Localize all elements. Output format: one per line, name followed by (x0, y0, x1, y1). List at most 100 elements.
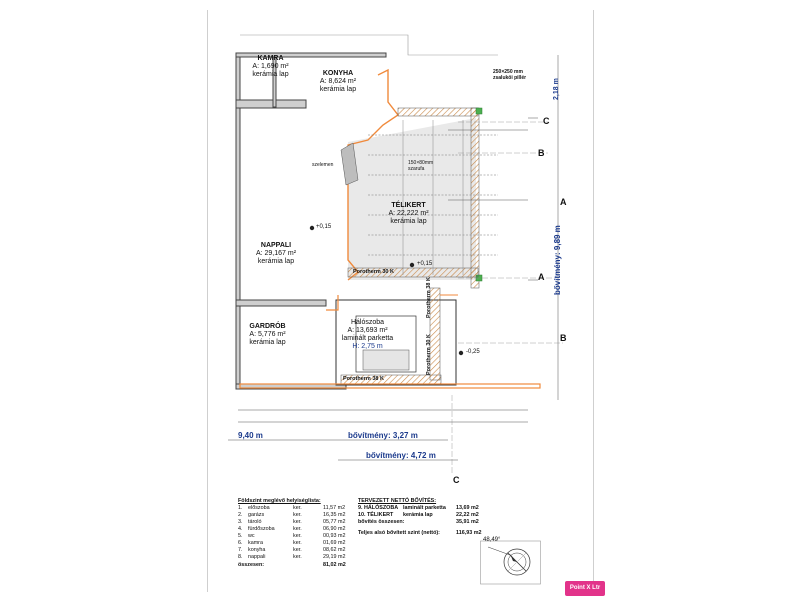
winter-garden (340, 68, 498, 289)
dimension-lines (228, 55, 559, 461)
row-number: 6. (238, 540, 243, 546)
existing-total-area: 81,02 m2 (323, 562, 346, 568)
row-name: nappali (248, 554, 266, 560)
existing-total-row: összesen: 81,02 m2 (238, 562, 353, 569)
room-kamra: KAMRA A: 1,690 m² kerámia lap (243, 55, 298, 79)
row-number: 2. (238, 512, 243, 518)
table-row: 4. fürdőszoba ker. 06,90 m2 (238, 526, 353, 533)
row-name: kamra (248, 540, 263, 546)
room-finish: laminált parketta (341, 335, 394, 342)
existing-table-title: Földszint meglévő helyiséglista: (238, 498, 321, 504)
row-material: ker. (293, 505, 302, 511)
row-name: fürdőszoba (248, 526, 275, 532)
room-name: GARDRÓB (249, 323, 286, 330)
planned-grand-label: Teljes alsó bővített szint (nettó): (358, 530, 440, 536)
room-finish: kerámia lap (249, 339, 286, 346)
row-area: 00,93 m2 (323, 533, 346, 539)
table-row: 1. előszoba ker. 11,57 m2 (238, 505, 353, 512)
level-markers (309, 225, 464, 356)
porotherm-vertical-1: Porotherm 38 K (426, 277, 432, 318)
room-name: Hálószoba (350, 319, 385, 326)
row-material: ker. (293, 540, 302, 546)
porotherm-top-label: Porotherm 30 K (353, 269, 394, 275)
row-name: 9. HÁLÓSZOBA (358, 505, 399, 511)
row-number: 5. (238, 533, 243, 539)
row-number: 4. (238, 526, 243, 532)
level-a-label: +0,15 (316, 224, 332, 230)
porotherm-bottom-label: Porotherm 38 K (343, 376, 384, 382)
planned-grand-row: Teljes alsó bővített szint (nettó): 116,… (358, 530, 498, 537)
room-name: TÉLIKERT (391, 202, 426, 209)
planned-sum-area: 35,91 m2 (456, 519, 479, 525)
row-area: 13,69 m2 (456, 505, 479, 511)
table-row: 8. nappali ker. 29,19 m2 (238, 554, 353, 561)
row-area: 06,90 m2 (323, 526, 346, 532)
existing-room-table: Földszint meglévő helyiséglista: 1. elősz… (238, 498, 353, 569)
row-material: ker. (293, 512, 302, 518)
room-finish: kerámia lap (319, 86, 357, 93)
north-arrow: 48,49° (480, 535, 542, 590)
row-material: ker. (293, 547, 302, 553)
room-area: A: 1,690 m² (252, 63, 289, 70)
room-name: KONYHA (322, 70, 354, 77)
room-area: A: 29,167 m² (255, 250, 297, 257)
bedroom-extension (239, 287, 541, 389)
room-haloszoba: Hálószoba A: 13,693 m² laminált parketta… (330, 319, 405, 351)
porotherm-vertical-2: Porotherm 30 K (426, 334, 432, 375)
planned-table-title: TERVEZETT NETTÓ BŐVÍTÉS: (358, 498, 437, 504)
room-finish: kerámia lap (390, 218, 427, 225)
row-area: 01,69 m2 (323, 540, 346, 546)
axis-b-bottom: B (560, 333, 567, 343)
row-area: 29,19 m2 (323, 554, 346, 560)
axis-a-top: A (560, 197, 567, 207)
row-area: 05,77 m2 (323, 519, 346, 525)
dimension-218: 2,18 m (553, 78, 560, 100)
floor-plan (228, 34, 563, 475)
row-name: wc (248, 533, 255, 539)
room-gardrob: GARDRÓB A: 5,776 m² kerámia lap (240, 323, 295, 347)
row-number: 7. (238, 547, 243, 553)
row-material: ker. (293, 519, 302, 525)
existing-total-label: összesen: (238, 562, 265, 568)
row-area: 22,22 m2 (456, 512, 479, 518)
szelemen-label: szelemen (312, 162, 334, 168)
szarufa-label: 150×80mm szarufa (408, 160, 434, 172)
dimension-989: bővítmény: 9,89 m (553, 225, 562, 295)
table-row: 5. wc ker. 00,93 m2 (238, 533, 353, 540)
row-area: 16,35 m2 (323, 512, 346, 518)
room-area: A: 5,776 m² (249, 331, 286, 338)
north-angle: 48,49° (483, 537, 501, 543)
row-material: ker. (293, 526, 302, 532)
dimension-472: bővítmény: 4,72 m (366, 451, 436, 460)
dimension-940: 9,40 m (238, 431, 263, 440)
row-name: 10. TÉLIKERT (358, 512, 394, 518)
compass-icon (480, 540, 541, 585)
dimension-327: bővítmény: 3,27 m (348, 431, 418, 440)
row-name: előszoba (248, 505, 270, 511)
room-telikert: TÉLIKERT A: 22,222 m² kerámia lap (376, 202, 441, 226)
level-c-label: -0,25 (466, 349, 480, 355)
row-number: 1. (238, 505, 243, 511)
room-area: A: 13,693 m² (347, 327, 388, 334)
row-number: 8. (238, 554, 243, 560)
planned-sum-label: bővítés összesen: (358, 519, 405, 525)
axis-c-right: C (543, 116, 550, 126)
existing-walls (235, 52, 387, 390)
row-area: 08,62 m2 (323, 547, 346, 553)
room-konyha: KONYHA A: 8,624 m² kerámia lap (308, 70, 368, 94)
row-material: ker. (293, 554, 302, 560)
axis-a-right: A (538, 272, 545, 282)
axis-b-right: B (538, 148, 545, 158)
room-finish: kerámia lap (257, 258, 295, 265)
row-material: ker. (293, 533, 302, 539)
row-area: 11,57 m2 (323, 505, 346, 511)
drawing-sheet: KAMRA A: 1,690 m² kerámia lap KONYHA A: … (207, 10, 594, 592)
room-name: NAPPALI (260, 242, 292, 249)
